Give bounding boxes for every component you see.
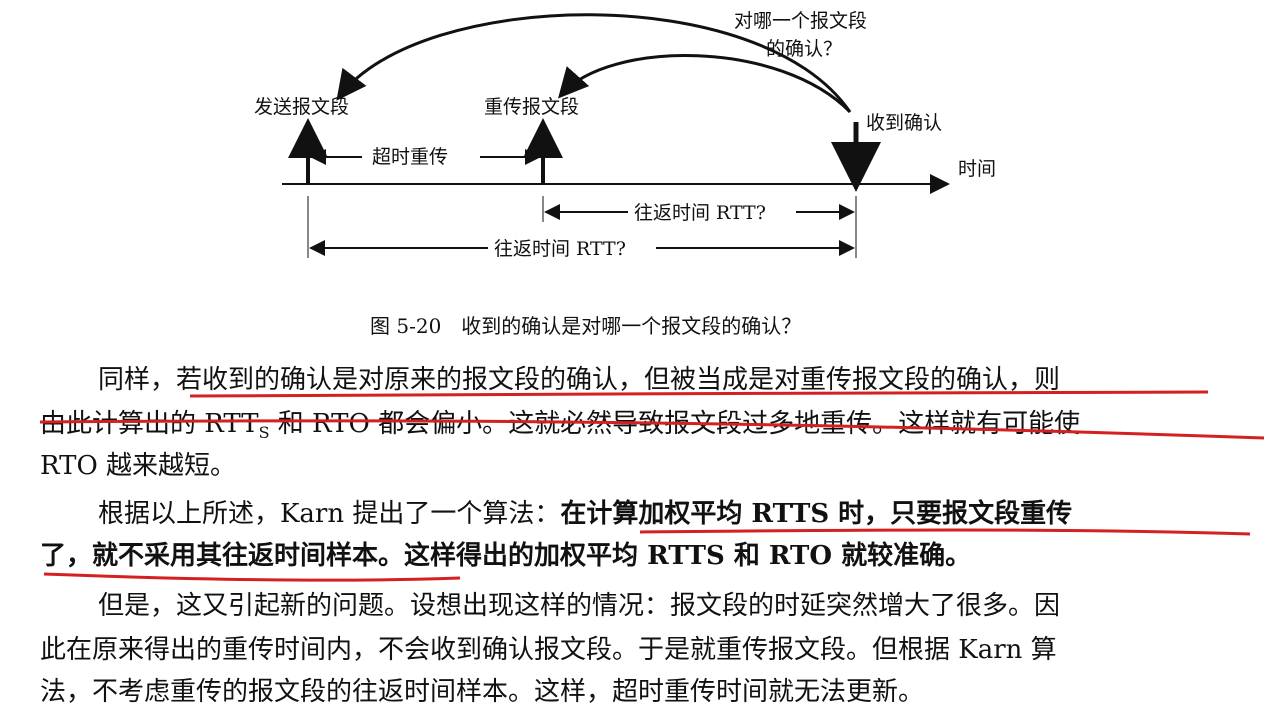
paragraph3-line1: 但是，这又引起新的问题。设想出现这样的情况：报文段的时延突然增大了很多。因 xyxy=(98,591,1061,621)
underline-1 xyxy=(189,390,1209,398)
underline-2 xyxy=(39,419,1265,440)
paragraph1-line3: RTO 越来越短。 xyxy=(40,451,237,481)
time-label: 时间 xyxy=(958,158,997,180)
receive-label: 收到确认 xyxy=(866,112,943,134)
timeout-label: 超时重传 xyxy=(372,146,449,168)
paragraph2-line2: 了，就不采用其往返时间样本。这样得出的加权平均 RTTS 和 RTO 就较准确。 xyxy=(40,541,972,571)
paragraph3-line2: 此在原来得出的重传时间内，不会收到确认报文段。于是就重传报文段。但根据 Karn… xyxy=(40,635,1057,665)
underline-3 xyxy=(639,528,1251,536)
paragraph3-line3: 法，不考虑重传的报文段的往返时间样本。这样，超时重传时间就无法更新。 xyxy=(40,677,925,707)
send-label: 发送报文段 xyxy=(254,96,350,118)
timeline-diagram xyxy=(282,13,950,258)
paragraph1-line1: 同样，若收到的确认是对原来的报文段的确认，但被当成是对重传报文段的确认，则 xyxy=(98,365,1061,395)
figure-caption: 图 5-20 收到的确认是对哪一个报文段的确认？ xyxy=(370,314,802,338)
resend-label: 重传报文段 xyxy=(484,96,580,118)
question-label-2: 的确认？ xyxy=(766,38,843,60)
curve-to-resend xyxy=(558,54,852,114)
question-label: 对哪一个报文段 xyxy=(734,10,868,32)
rtt-short-label: 往返时间 RTT? xyxy=(634,202,766,224)
underline-4 xyxy=(43,572,461,582)
curve-to-send xyxy=(336,13,852,113)
paragraph2-line1: 根据以上所述，Karn 提出了一个算法：在计算加权平均 RTTS 时，只要报文段… xyxy=(98,499,1073,529)
rtt-long-label: 往返时间 RTT? xyxy=(494,238,626,260)
